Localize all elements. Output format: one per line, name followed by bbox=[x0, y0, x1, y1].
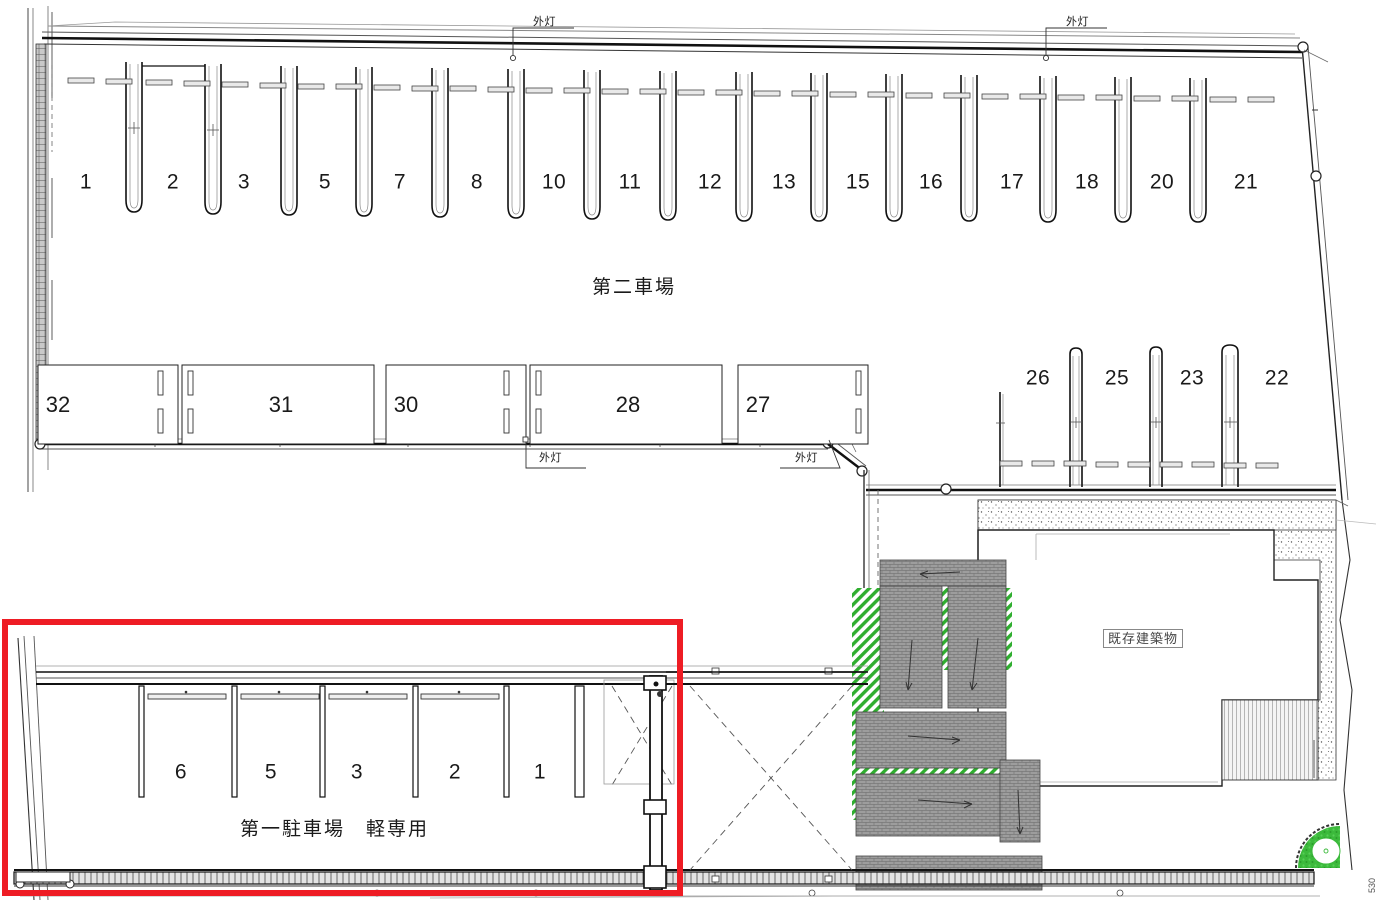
stall-number-2: 2 bbox=[448, 760, 462, 784]
stall-number-7: 7 bbox=[393, 170, 407, 194]
lot1-area-title: 第一駐車場 軽専用 bbox=[240, 819, 430, 840]
dimension-label-1: 530 bbox=[1367, 877, 1377, 893]
lot1-stall-dividers bbox=[138, 685, 585, 798]
stall-number-10: 10 bbox=[541, 170, 567, 194]
stall-number-1: 1 bbox=[79, 170, 93, 194]
stall-number-2: 2 bbox=[166, 170, 180, 194]
stall-number-30: 30 bbox=[393, 392, 419, 417]
stall-number-13: 13 bbox=[771, 170, 797, 194]
stall-number-28: 28 bbox=[615, 392, 641, 417]
lot2-boxed-stall-marks bbox=[157, 370, 862, 434]
gate-opening bbox=[603, 671, 864, 891]
stall-number-23: 23 bbox=[1179, 366, 1205, 390]
stall-number-5: 5 bbox=[318, 170, 332, 194]
outdoor-lamp-label-1: 外灯 bbox=[533, 16, 556, 28]
stall-number-8: 8 bbox=[470, 170, 484, 194]
lot2-boxed-stalls bbox=[37, 364, 869, 445]
highlight-rectangle bbox=[2, 619, 683, 896]
lot2-area-title: 第二車場 bbox=[591, 277, 677, 298]
stall-number-11: 11 bbox=[618, 170, 642, 194]
lot2-right-stall-dividers bbox=[996, 344, 1279, 487]
stall-number-15: 15 bbox=[845, 170, 871, 194]
stall-number-20: 20 bbox=[1149, 170, 1175, 194]
stall-number-3: 3 bbox=[350, 760, 364, 784]
stall-number-5: 5 bbox=[264, 760, 278, 784]
stall-number-22: 22 bbox=[1264, 366, 1290, 390]
stall-number-1: 1 bbox=[533, 760, 547, 784]
outdoor-lamp-label-4: 外灯 bbox=[795, 452, 818, 464]
stall-number-26: 26 bbox=[1025, 366, 1051, 390]
stall-number-16: 16 bbox=[918, 170, 944, 194]
stall-number-32: 32 bbox=[45, 392, 71, 417]
stall-number-25: 25 bbox=[1104, 366, 1130, 390]
stall-number-17: 17 bbox=[999, 170, 1025, 194]
lot2-top-stall-dividers bbox=[67, 62, 1275, 223]
stall-number-27: 27 bbox=[745, 392, 771, 417]
stall-number-31: 31 bbox=[268, 392, 294, 417]
stall-number-12: 12 bbox=[697, 170, 723, 194]
stall-number-3: 3 bbox=[237, 170, 251, 194]
stall-number-6: 6 bbox=[174, 760, 188, 784]
lot2-boundary bbox=[27, 6, 1349, 668]
stall-number-18: 18 bbox=[1074, 170, 1100, 194]
existing-building-label: 既存建築物 bbox=[1102, 629, 1184, 648]
lamp-leaders bbox=[509, 27, 1107, 469]
outdoor-lamp-label-3: 外灯 bbox=[539, 452, 562, 464]
outdoor-lamp-label-2: 外灯 bbox=[1066, 16, 1089, 28]
stall-number-21: 21 bbox=[1233, 170, 1259, 194]
